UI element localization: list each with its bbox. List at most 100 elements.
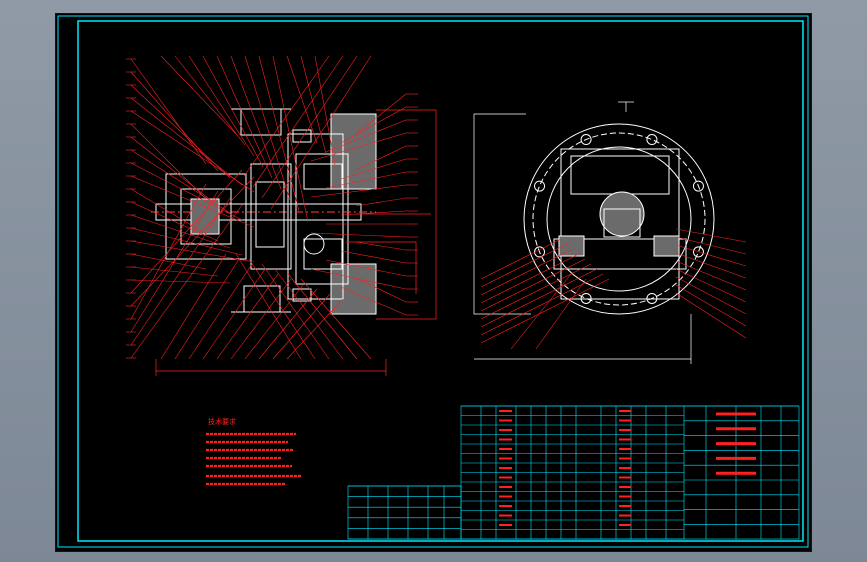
leader-bottom — [160, 253, 227, 360]
leader-right — [325, 171, 407, 189]
leader-r-right — [675, 268, 747, 303]
leader-top — [230, 55, 282, 190]
leader-top — [272, 55, 309, 223]
leader-left — [130, 214, 231, 249]
bolt-holes — [534, 134, 704, 304]
bolt-hole — [534, 180, 546, 192]
parts-list-table — [460, 405, 800, 540]
leader-left — [130, 136, 219, 207]
leader-top — [258, 55, 300, 212]
leader-bottom — [188, 263, 253, 360]
inner-frame — [77, 20, 804, 542]
leader-bottom — [272, 293, 331, 360]
dim-inner — [346, 241, 417, 294]
leader-top — [286, 55, 318, 144]
leader-top — [216, 55, 273, 179]
notes-title: 技术要求 — [208, 417, 236, 426]
leader-r-right — [675, 252, 747, 279]
shaft-section — [553, 238, 687, 270]
bolt-hole — [580, 292, 592, 304]
leader-right — [340, 210, 407, 216]
leader-r-left — [480, 258, 586, 312]
leader-top — [160, 55, 237, 135]
hub — [599, 191, 645, 237]
leader-left — [130, 110, 255, 193]
bearing-housing — [165, 173, 247, 260]
leader-left — [130, 188, 207, 235]
leader-r-left — [480, 243, 568, 288]
leader-left — [130, 162, 243, 221]
leader-r-left — [480, 248, 574, 296]
bolt-hole — [580, 134, 592, 146]
leader-bottom — [300, 278, 372, 360]
leader-left — [130, 58, 207, 165]
leader-bottom — [261, 263, 330, 360]
leader-lines-right — [480, 228, 747, 350]
leader-top — [174, 55, 246, 146]
leader-r-right — [675, 284, 747, 327]
housing-upper — [330, 113, 377, 190]
leader-left — [130, 176, 255, 307]
bearing-right — [653, 235, 680, 257]
leader-left — [130, 190, 219, 333]
bolt-hole — [692, 180, 704, 192]
gear-upper — [303, 163, 343, 190]
leader-lines-left — [126, 55, 418, 360]
leader-bottom — [274, 268, 344, 360]
outer-flange-circle — [523, 123, 715, 315]
leader-right — [355, 277, 407, 303]
leader-r-right — [675, 236, 747, 255]
leader-top — [243, 55, 330, 177]
leader-r-left — [480, 273, 604, 336]
leader-bottom — [248, 258, 316, 360]
leader-r-bottom — [535, 278, 587, 350]
leader-bottom — [286, 298, 344, 360]
outer-frame — [57, 15, 809, 548]
dimensions-left — [155, 109, 437, 376]
leader-right — [325, 259, 407, 277]
leader-left — [130, 169, 243, 294]
bottom-bolt — [243, 285, 281, 313]
leader-bottom — [287, 273, 358, 360]
leader-left — [130, 253, 207, 270]
leader-left — [130, 201, 219, 242]
bolt-circle — [532, 132, 706, 306]
bearing-left — [558, 235, 585, 257]
section-view — [151, 108, 377, 315]
pinion — [303, 233, 325, 255]
leader-bottom — [235, 253, 302, 360]
end-view — [523, 123, 715, 315]
leader-left — [130, 175, 255, 228]
hub-key — [603, 208, 641, 238]
leader-right — [340, 106, 407, 144]
leader-right — [310, 184, 407, 198]
housing-lower — [330, 263, 377, 315]
leader-left — [130, 183, 207, 320]
leader-r-left — [480, 253, 580, 304]
leader-right — [310, 132, 407, 162]
leader-top — [244, 55, 291, 201]
leader-r-left — [480, 263, 592, 320]
leader-right — [310, 232, 407, 238]
leader-r-right — [675, 276, 747, 315]
nut-upper — [292, 129, 312, 143]
nut-lower — [292, 288, 312, 302]
technical-notes: 技术要求 — [206, 417, 301, 486]
leader-left — [130, 197, 231, 346]
leader-bottom — [244, 283, 305, 360]
leader-right — [340, 250, 407, 264]
leader-left — [130, 149, 231, 214]
leader-left — [130, 266, 219, 277]
leader-bottom — [216, 273, 279, 360]
notes-body — [206, 432, 301, 486]
drawing-sheet: 技术要求 — [55, 13, 812, 552]
leader-r-right — [675, 228, 747, 243]
leader-r-right — [675, 244, 747, 267]
bearing-outer — [180, 188, 232, 245]
leader-top — [188, 55, 255, 157]
leader-right — [355, 145, 407, 171]
gearbox-top — [570, 155, 670, 195]
leader-right — [340, 158, 407, 180]
leader-left — [130, 97, 243, 186]
